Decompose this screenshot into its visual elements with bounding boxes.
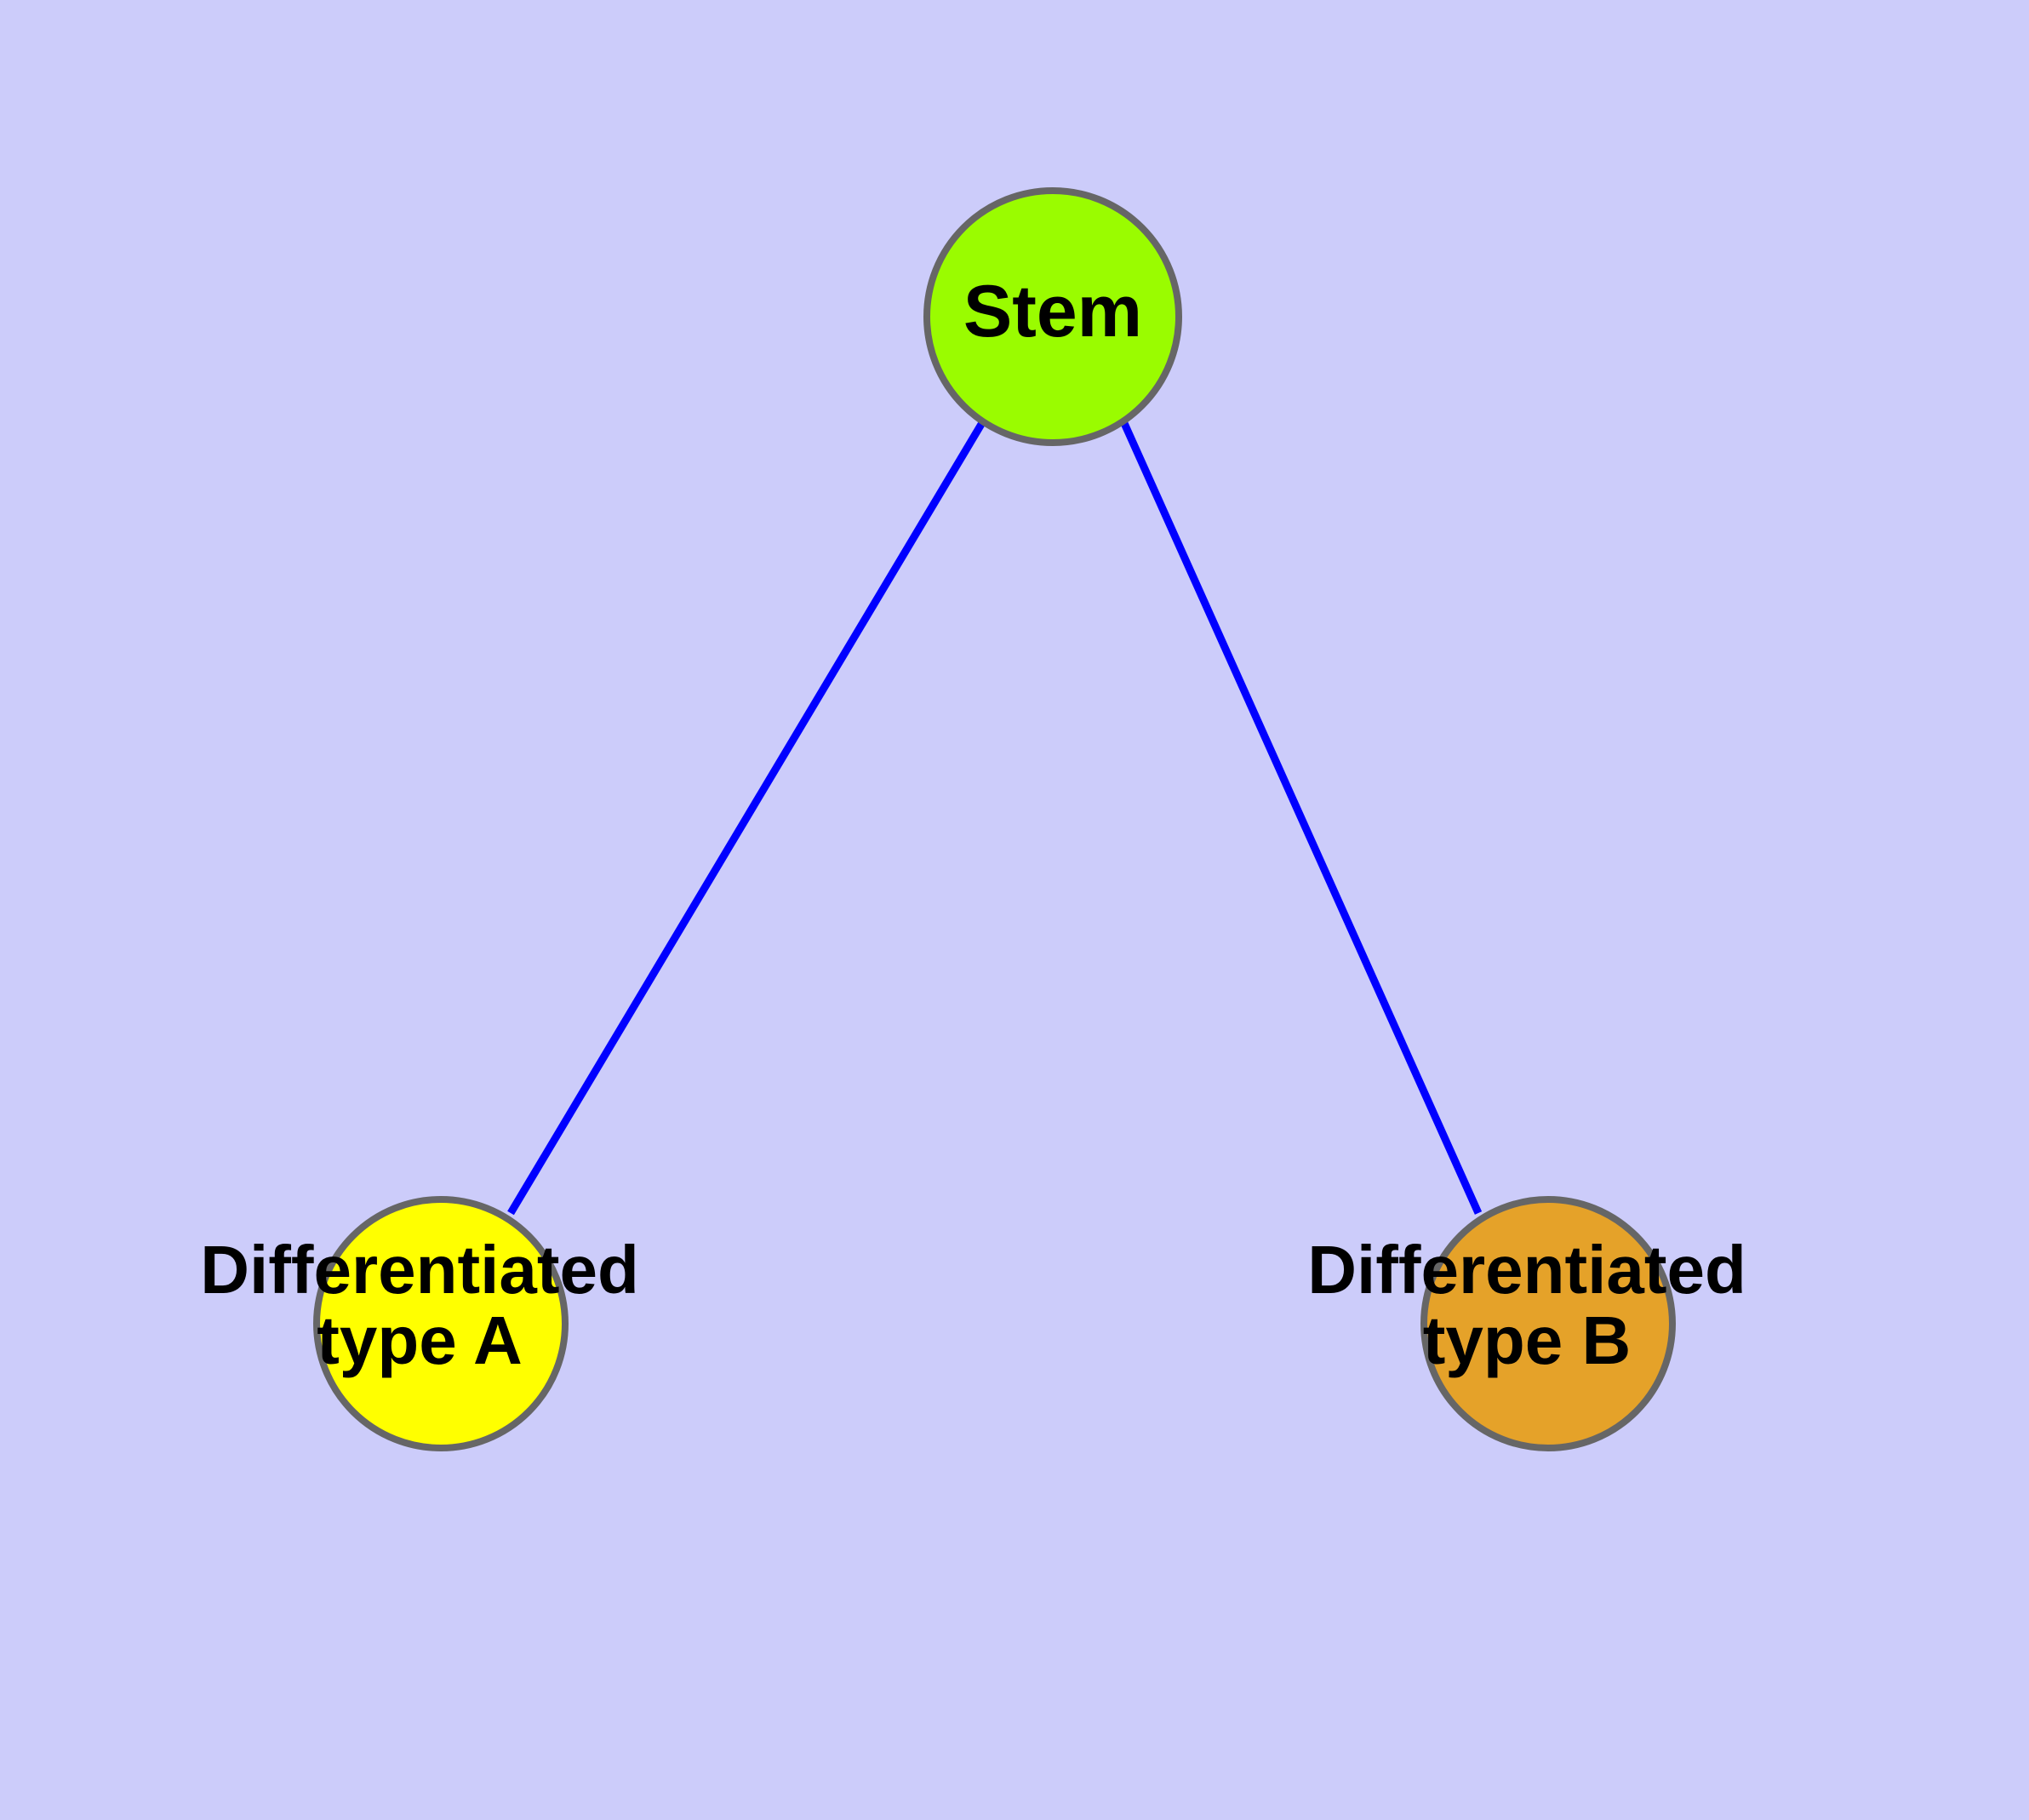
edge-layer xyxy=(507,419,1483,1216)
node-stem[interactable] xyxy=(923,187,1182,446)
node-differentiated-type-b[interactable] xyxy=(1420,1196,1676,1451)
node-differentiated-type-a[interactable] xyxy=(313,1196,569,1451)
edge-stem-to-differentiated-type-a[interactable] xyxy=(507,419,986,1216)
node-layer xyxy=(313,187,1676,1451)
edge-stem-to-differentiated-type-b[interactable] xyxy=(1119,420,1483,1215)
